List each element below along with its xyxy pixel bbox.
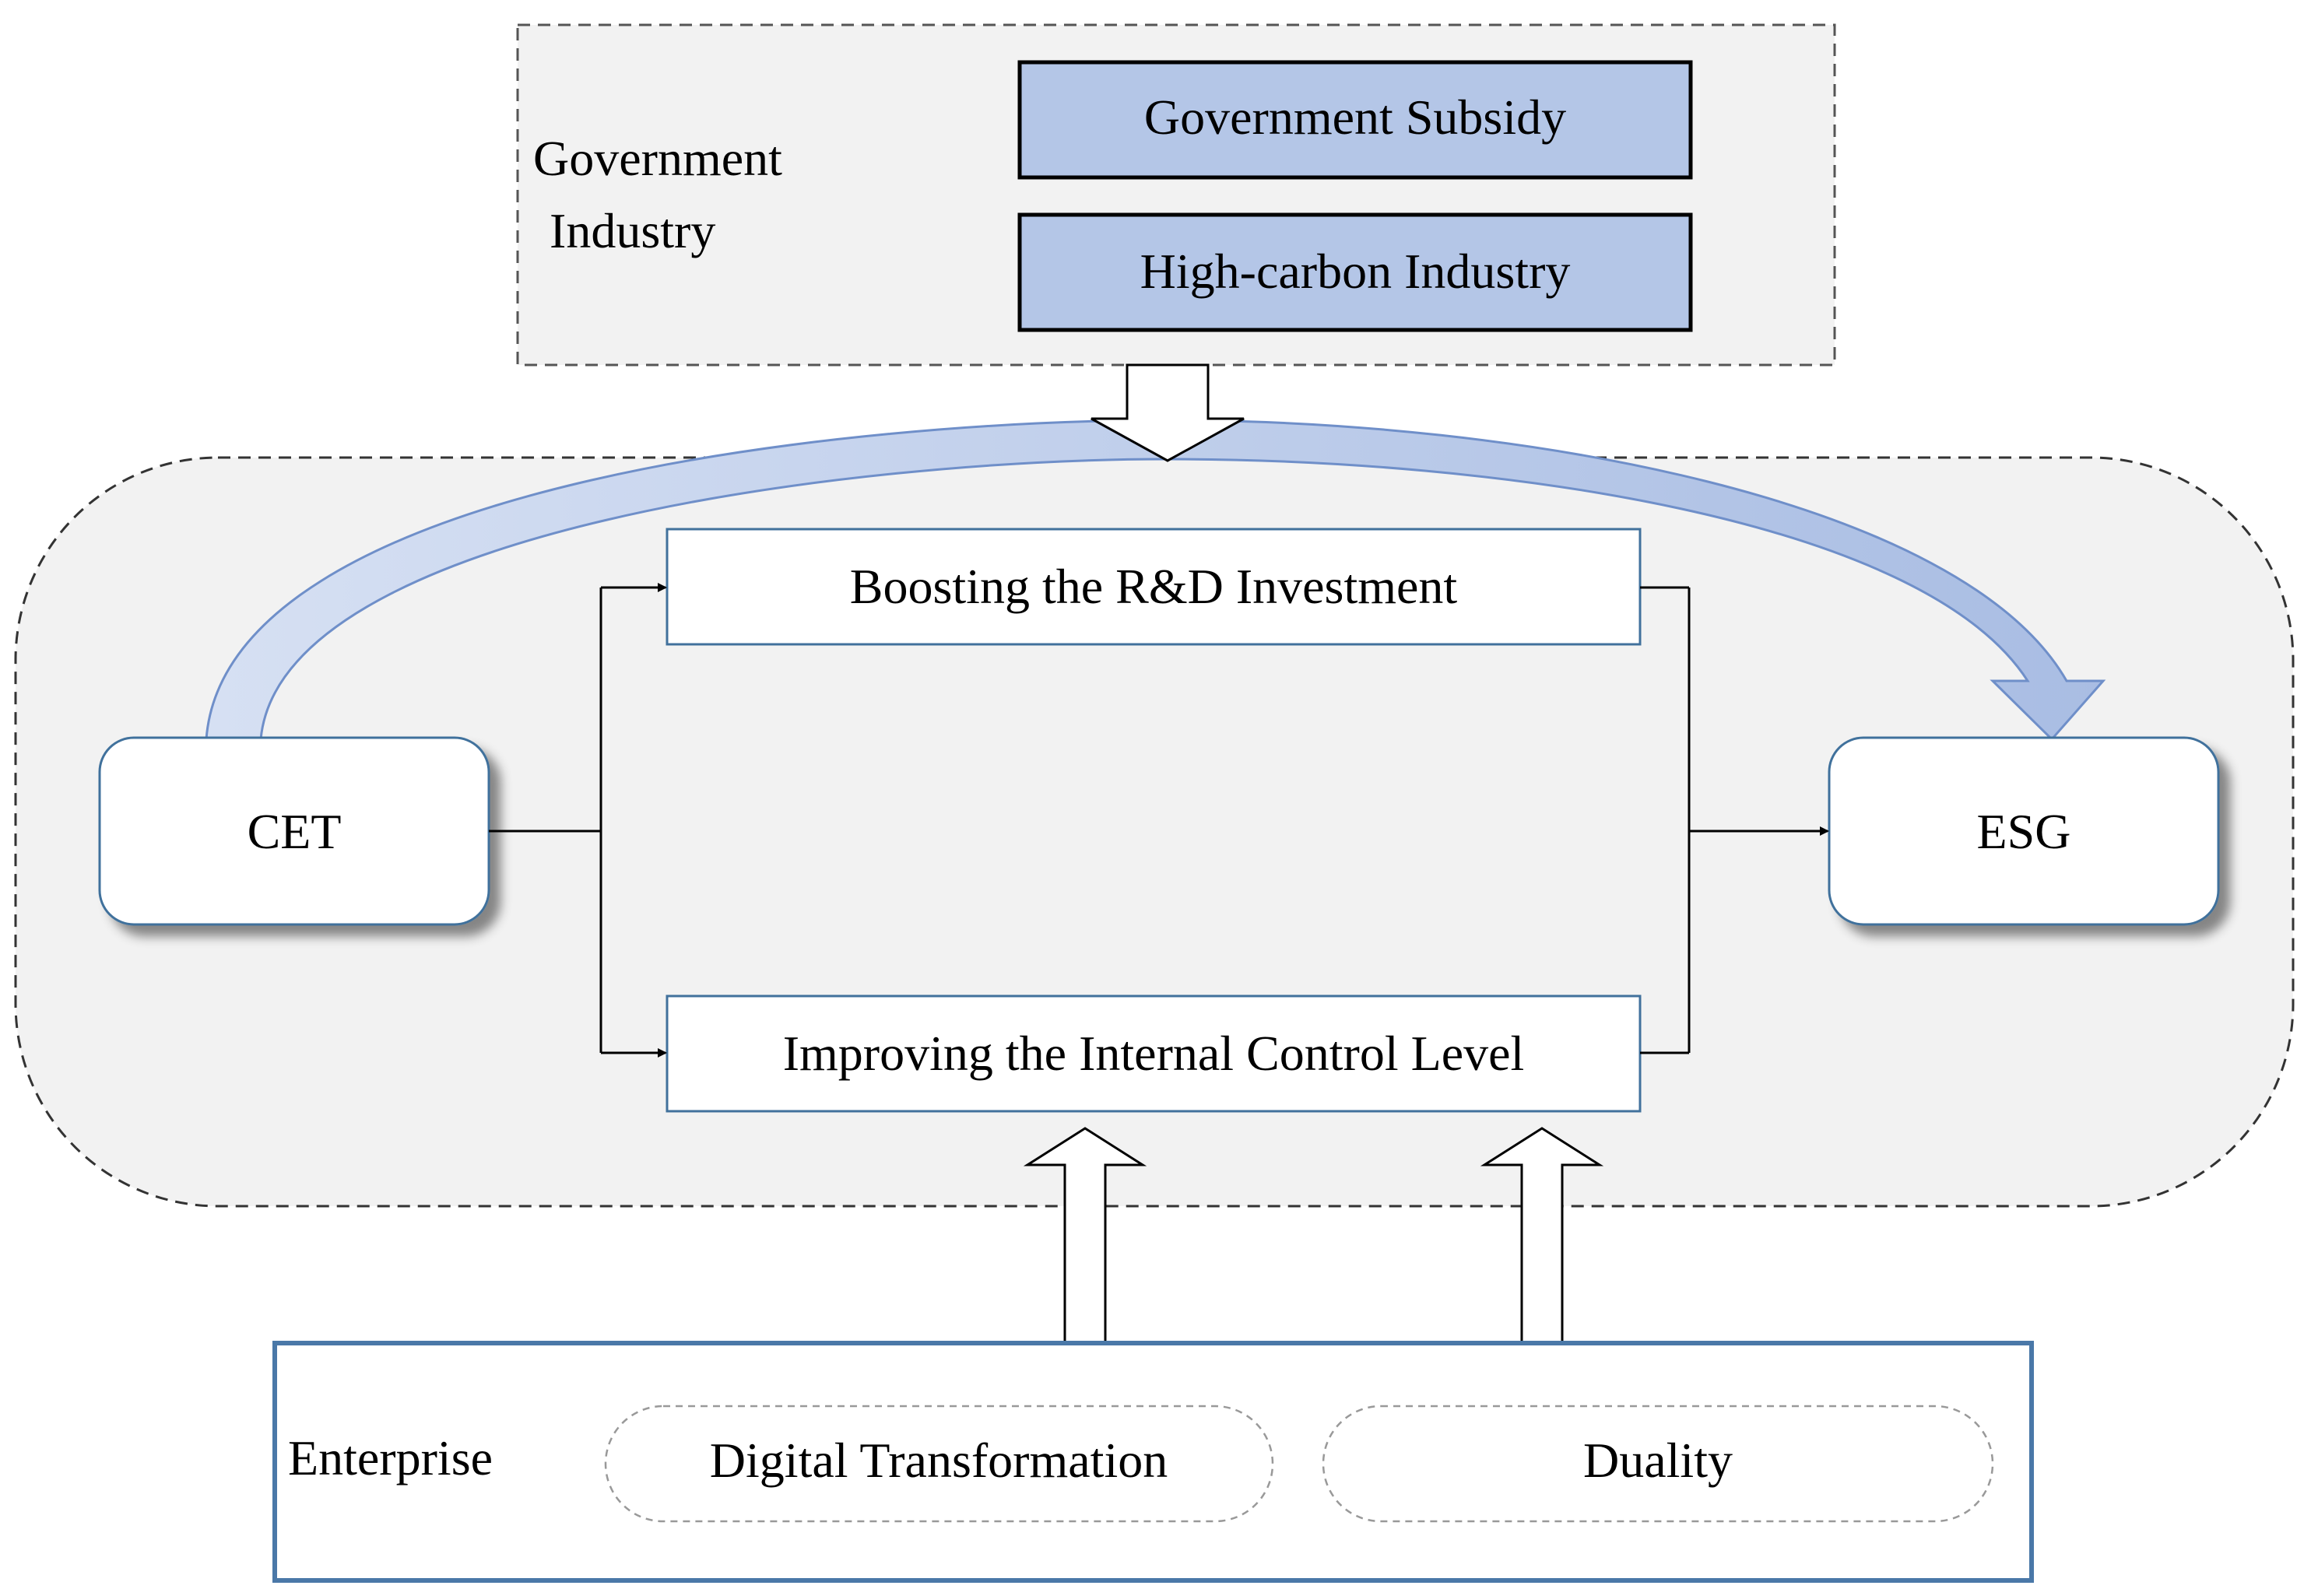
government-label: Government xyxy=(533,131,782,186)
government-subsidy-label: Government Subsidy xyxy=(1144,89,1566,145)
direct-effect-arc-arrow xyxy=(205,419,2106,742)
moderation-down-arrow xyxy=(1091,363,1245,462)
duality-label: Duality xyxy=(1583,1433,1733,1488)
industry-label: Industry xyxy=(550,203,715,258)
rd-investment-label: Boosting the R&D Investment xyxy=(850,559,1458,614)
high-carbon-industry-label: High-carbon Industry xyxy=(1140,244,1571,299)
high-carbon-industry-box xyxy=(1017,212,1693,332)
internal-control-box xyxy=(666,994,1642,1113)
digital-transformation-pill xyxy=(604,1405,1274,1523)
esg-box xyxy=(1828,736,2220,926)
digital-transformation-label: Digital Transformation xyxy=(710,1433,1168,1488)
duality-pill xyxy=(1322,1405,1994,1523)
enterprise-label: Enterprise xyxy=(288,1430,493,1486)
cet-label: CET xyxy=(248,804,342,859)
esg-label: ESG xyxy=(1977,804,2071,859)
government-subsidy-box xyxy=(1017,60,1693,180)
internal-control-label: Improving the Internal Control Level xyxy=(783,1026,1525,1081)
